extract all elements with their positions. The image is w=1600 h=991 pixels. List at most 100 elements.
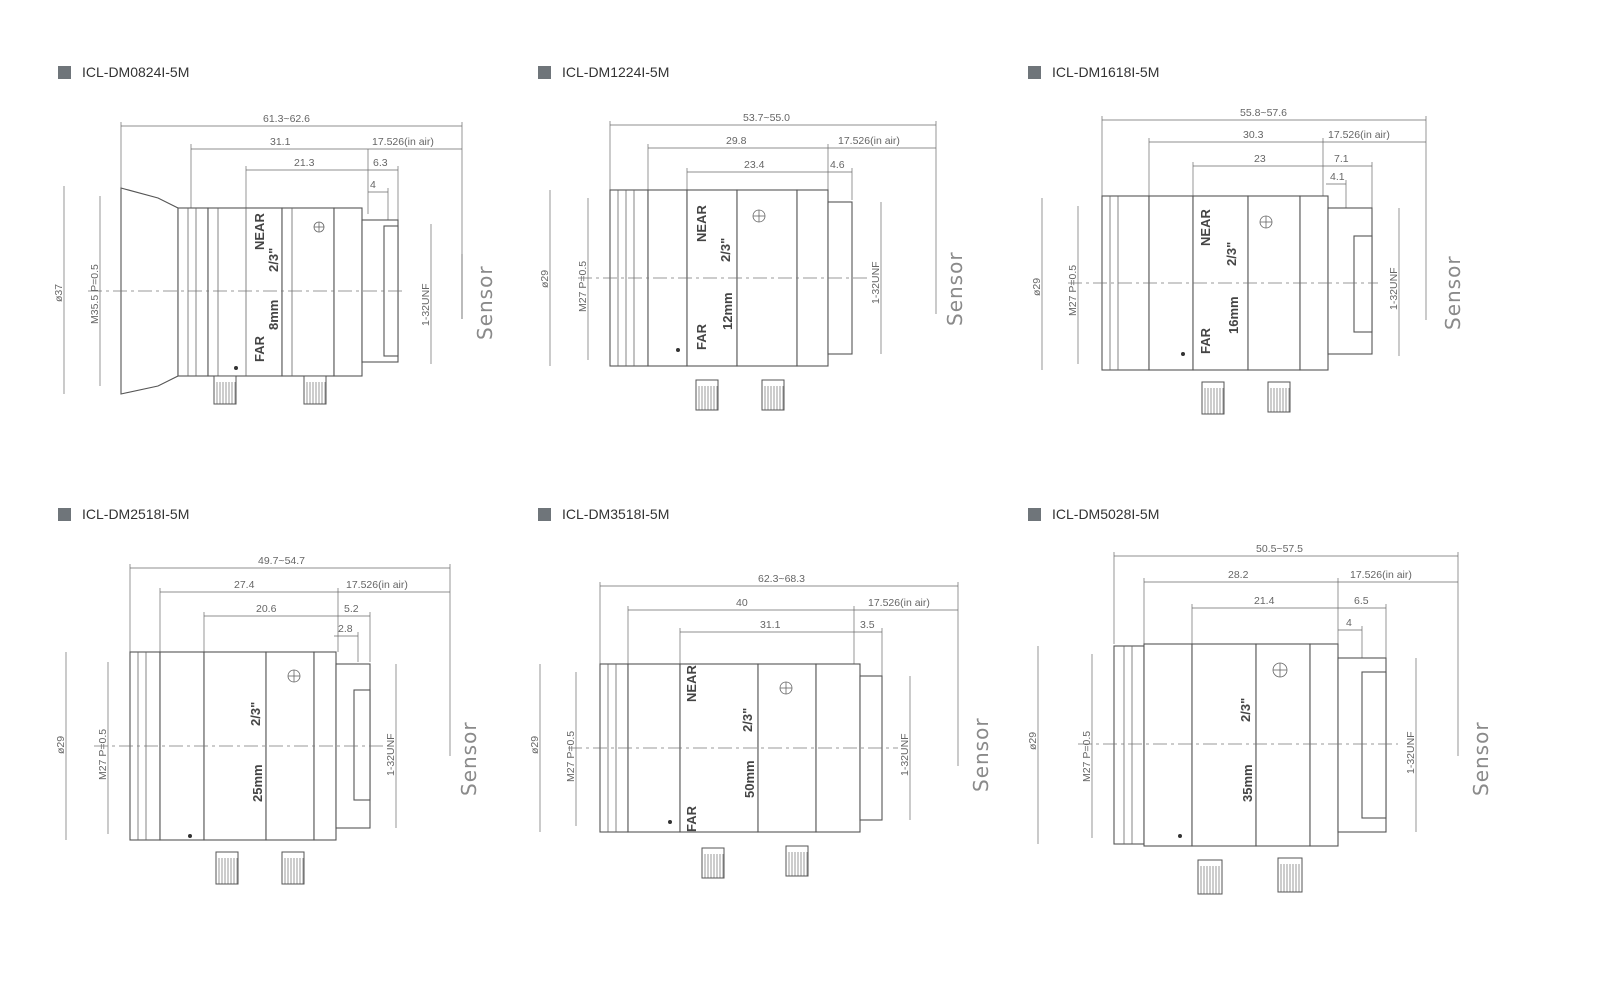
model-name: ICL-DM2518I-5M bbox=[82, 506, 190, 522]
dim-d2: 2.8 bbox=[338, 623, 353, 635]
dim-d2: 4 bbox=[370, 179, 376, 191]
dim-d1: 5.2 bbox=[344, 603, 359, 615]
dim-thread: 1-32UNF bbox=[1388, 267, 1400, 310]
iris-knob[interactable] bbox=[281, 851, 305, 885]
dim-mount: M35.5 P=0.5 bbox=[89, 264, 101, 324]
dim-airgap: 17.526(in air) bbox=[1350, 569, 1412, 581]
dim-mount: M27 P=0.5 bbox=[565, 731, 577, 782]
panel-title: ICL-DM2518I-5M bbox=[58, 506, 189, 522]
focal-mark: 12mm bbox=[720, 292, 735, 330]
model-name: ICL-DM1224I-5M bbox=[562, 64, 670, 80]
dim-airgap: 17.526(in air) bbox=[838, 135, 900, 147]
panel-title: ICL-DM0824I-5M bbox=[58, 64, 189, 80]
format-mark: 2/3" bbox=[718, 238, 733, 262]
dim-thread: 1-32UNF bbox=[385, 733, 397, 776]
dim-d1: 4.6 bbox=[830, 159, 845, 171]
lens-drawing: 50.5~57.5 28.2 17.526(in air) 21.4 6.5 4… bbox=[1027, 543, 1493, 895]
dim-flange: 30.3 bbox=[1243, 129, 1264, 141]
focus-knob[interactable] bbox=[695, 379, 719, 411]
dim-airgap: 17.526(in air) bbox=[1328, 129, 1390, 141]
dim-flange: 27.4 bbox=[234, 579, 255, 591]
model-name: ICL-DM5028I-5M bbox=[1052, 506, 1160, 522]
focus-knob[interactable] bbox=[1201, 381, 1225, 415]
focus-knob[interactable] bbox=[701, 847, 725, 879]
dim-thread: 1-32UNF bbox=[899, 733, 911, 776]
format-mark: 2/3" bbox=[1224, 242, 1239, 266]
far-mark: FAR bbox=[252, 335, 267, 362]
dim-body: 21.3 bbox=[294, 157, 315, 169]
dim-airgap: 17.526(in air) bbox=[372, 136, 434, 148]
focal-mark: 16mm bbox=[1226, 296, 1241, 334]
focal-mark: 35mm bbox=[1240, 764, 1255, 802]
dim-body: 23.4 bbox=[744, 159, 765, 171]
format-mark: 2/3" bbox=[740, 708, 755, 732]
square-bullet-icon bbox=[538, 507, 551, 521]
model-name: ICL-DM0824I-5M bbox=[82, 64, 190, 80]
dim-diameter: ø37 bbox=[53, 284, 65, 302]
dim-d1: 6.5 bbox=[1354, 595, 1369, 607]
panel-title: ICL-DM5028I-5M bbox=[1028, 506, 1159, 522]
dim-mount: M27 P=0.5 bbox=[577, 261, 589, 312]
model-name: ICL-DM1618I-5M bbox=[1052, 64, 1160, 80]
dim-mount: M27 P=0.5 bbox=[1081, 731, 1093, 782]
dim-diameter: ø29 bbox=[1027, 732, 1039, 750]
focus-knob[interactable] bbox=[213, 375, 237, 405]
focus-knob[interactable] bbox=[215, 851, 239, 885]
dim-body: 31.1 bbox=[760, 619, 781, 631]
near-mark: NEAR bbox=[1198, 209, 1213, 246]
lens-panel-icl-dm2518i-5m: ICL-DM2518I-5M 49.7~54.7 27.4 17.526(in … bbox=[55, 506, 578, 946]
dim-body: 20.6 bbox=[256, 603, 277, 615]
sensor-label: Sensor bbox=[1441, 255, 1465, 330]
dim-d1: 7.1 bbox=[1334, 153, 1349, 165]
iris-knob[interactable] bbox=[761, 379, 785, 411]
dim-flange: 31.1 bbox=[270, 136, 291, 148]
near-mark: NEAR bbox=[694, 205, 709, 242]
lens-drawing: 49.7~54.7 27.4 17.526(in air) 20.6 5.2 2… bbox=[55, 555, 481, 885]
dim-diameter: ø29 bbox=[539, 270, 551, 288]
dim-d2: 4 bbox=[1346, 617, 1352, 629]
lens-drawing: 53.7~55.0 29.8 17.526(in air) 23.4 4.6 ø… bbox=[539, 112, 967, 411]
dim-airgap: 17.526(in air) bbox=[346, 579, 408, 591]
sensor-label: Sensor bbox=[969, 717, 993, 792]
lens-panel-icl-dm1224i-5m: ICL-DM1224I-5M 53.7~55.0 29.8 17.526(in … bbox=[538, 64, 1058, 504]
dim-diameter: ø29 bbox=[1031, 278, 1043, 296]
lens-drawing: 61.3~62.6 31.1 17.526(in air) 21.3 6.3 4… bbox=[53, 113, 497, 405]
dim-total: 50.5~57.5 bbox=[1256, 543, 1303, 555]
near-mark: NEAR bbox=[684, 665, 699, 702]
format-mark: 2/3" bbox=[266, 248, 281, 272]
near-mark: NEAR bbox=[252, 213, 267, 250]
square-bullet-icon bbox=[538, 65, 551, 79]
lens-panel-icl-dm1618i-5m: ICL-DM1618I-5M 55.8~57.6 30.3 17.526(in … bbox=[1028, 64, 1548, 504]
sensor-label: Sensor bbox=[457, 721, 481, 796]
dim-total: 49.7~54.7 bbox=[258, 555, 305, 567]
iris-knob[interactable] bbox=[1267, 381, 1291, 413]
iris-knob[interactable] bbox=[303, 375, 327, 405]
format-mark: 2/3" bbox=[248, 702, 263, 726]
dim-body: 23 bbox=[1254, 153, 1266, 165]
panel-title: ICL-DM3518I-5M bbox=[538, 506, 669, 522]
far-mark: FAR bbox=[684, 805, 699, 832]
dim-total: 61.3~62.6 bbox=[263, 113, 310, 125]
dim-d2: 4.1 bbox=[1330, 171, 1345, 183]
focal-mark: 8mm bbox=[266, 300, 281, 330]
sensor-label: Sensor bbox=[943, 251, 967, 326]
sensor-label: Sensor bbox=[473, 265, 497, 340]
panel-title: ICL-DM1224I-5M bbox=[538, 64, 669, 80]
dim-body: 21.4 bbox=[1254, 595, 1275, 607]
far-mark: FAR bbox=[1198, 327, 1213, 354]
dim-d1: 6.3 bbox=[373, 157, 388, 169]
iris-knob[interactable] bbox=[785, 845, 809, 877]
dim-thread: 1-32UNF bbox=[1405, 731, 1417, 774]
model-name: ICL-DM3518I-5M bbox=[562, 506, 670, 522]
dim-diameter: ø29 bbox=[55, 736, 67, 754]
dim-thread: 1-32UNF bbox=[420, 283, 432, 326]
square-bullet-icon bbox=[1028, 65, 1041, 79]
far-mark: FAR bbox=[694, 323, 709, 350]
lens-panel-icl-dm5028i-5m: ICL-DM5028I-5M 50.5~57.5 28.2 17.526(in … bbox=[1027, 506, 1548, 946]
dim-total: 62.3~68.3 bbox=[758, 573, 805, 585]
square-bullet-icon bbox=[1028, 507, 1041, 521]
square-bullet-icon bbox=[58, 507, 71, 521]
focal-mark: 25mm bbox=[250, 764, 265, 802]
dim-mount: M27 P=0.5 bbox=[1067, 265, 1079, 316]
lens-panel-icl-dm0824i-5m: ICL-DM0824I-5M 61.3~62.6 31.1 17.526(in … bbox=[53, 64, 578, 504]
